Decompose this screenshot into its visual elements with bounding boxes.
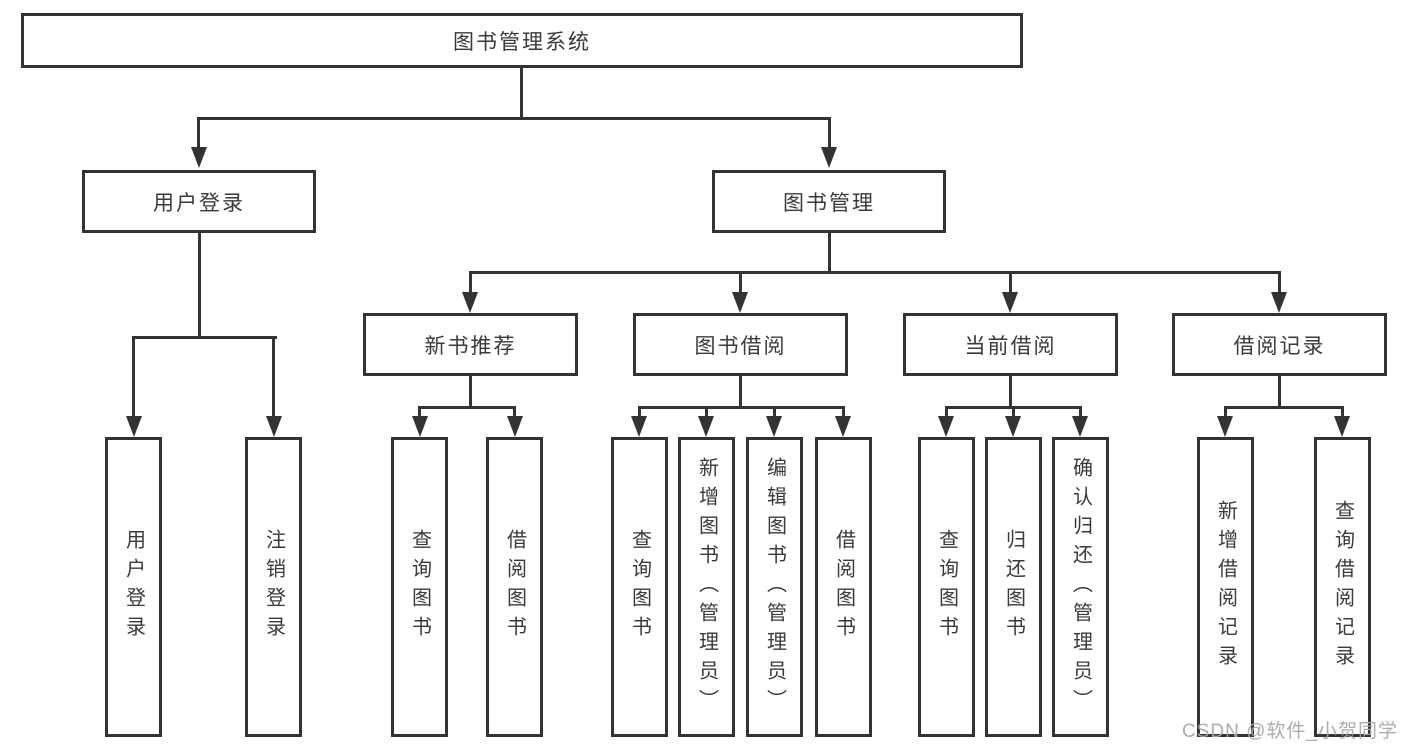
leaf-query-borrow-record-label: 查询借阅记录 <box>1331 500 1354 674</box>
node-book-borrowing: 图书借阅 <box>633 313 848 376</box>
leaf-return-books: 归还图书 <box>985 437 1042 737</box>
arrow-down-icon <box>412 416 428 437</box>
arrow-down-icon <box>126 416 142 437</box>
leaf-add-borrow-record: 新增借阅记录 <box>1197 437 1254 737</box>
arrow-down-icon <box>1002 292 1018 313</box>
leaf-borrow-books-recommend: 借阅图书 <box>486 437 543 737</box>
leaf-query-books-current: 查询图书 <box>918 437 975 737</box>
leaf-add-books-admin: 新增图书（管理员） <box>678 437 735 737</box>
arrow-down-icon <box>266 416 282 437</box>
connector-line <box>1224 406 1344 409</box>
leaf-edit-books-admin-label: 编辑图书（管理员） <box>763 456 786 718</box>
connector-line <box>132 336 277 339</box>
connector-line <box>1009 271 1012 294</box>
connector-line <box>513 406 516 418</box>
leaf-query-borrow-record: 查询借阅记录 <box>1314 437 1371 737</box>
connector-line <box>520 68 523 120</box>
connector-line <box>842 406 845 418</box>
connector-line <box>638 406 641 418</box>
node-book-borrowing-label: 图书借阅 <box>694 334 787 358</box>
connector-line <box>469 271 472 294</box>
connector-line <box>272 336 275 418</box>
arrow-down-icon <box>507 416 523 437</box>
arrow-down-icon <box>1217 416 1233 437</box>
connector-line <box>469 271 1281 274</box>
node-user-login: 用户登录 <box>82 170 316 233</box>
leaf-user-login-label: 用户登录 <box>122 529 145 645</box>
node-user-login-label: 用户登录 <box>153 191 245 215</box>
node-book-management-label: 图书管理 <box>783 191 875 215</box>
arrow-down-icon <box>1072 416 1088 437</box>
leaf-add-books-admin-label: 新增图书（管理员） <box>695 456 718 718</box>
arrow-down-icon <box>631 416 647 437</box>
leaf-borrow-books-recommend-label: 借阅图书 <box>503 529 526 645</box>
leaf-query-books-borrowing-label: 查询图书 <box>628 529 651 645</box>
arrow-down-icon <box>835 416 851 437</box>
connector-line <box>469 376 472 408</box>
connector-line <box>1278 271 1281 294</box>
arrow-down-icon <box>1005 416 1021 437</box>
connector-line <box>197 117 831 120</box>
connector-line <box>773 406 776 418</box>
leaf-query-books-borrowing: 查询图书 <box>611 437 668 737</box>
leaf-add-borrow-record-label: 新增借阅记录 <box>1214 500 1237 674</box>
arrow-down-icon <box>1271 292 1287 313</box>
node-current-borrowing-label: 当前借阅 <box>964 334 1057 358</box>
leaf-query-books-recommend: 查询图书 <box>391 437 448 737</box>
connector-line <box>418 406 421 418</box>
arrow-down-icon <box>462 292 478 313</box>
node-new-book-recommend-label: 新书推荐 <box>424 334 517 358</box>
connector-line <box>198 233 201 338</box>
arrow-down-icon <box>766 416 782 437</box>
leaf-user-login: 用户登录 <box>105 437 162 737</box>
node-book-management: 图书管理 <box>712 170 946 233</box>
arrow-down-icon <box>1334 416 1350 437</box>
connector-line <box>945 406 948 418</box>
arrow-down-icon <box>938 416 954 437</box>
arrow-down-icon <box>821 147 837 168</box>
connector-line <box>132 336 135 418</box>
connector-line <box>418 406 516 409</box>
connector-line <box>1009 376 1012 408</box>
leaf-logout-label: 注销登录 <box>262 529 285 645</box>
connector-line <box>1079 406 1082 418</box>
connector-line <box>1012 406 1015 418</box>
connector-line <box>739 376 742 408</box>
leaf-confirm-return-admin-label: 确认归还（管理员） <box>1069 456 1092 718</box>
arrow-down-icon <box>732 292 748 313</box>
node-borrowing-records: 借阅记录 <box>1172 313 1387 376</box>
node-new-book-recommend: 新书推荐 <box>363 313 578 376</box>
leaf-query-books-current-label: 查询图书 <box>935 529 958 645</box>
connector-line <box>197 117 200 150</box>
connector-line <box>828 117 831 150</box>
connector-line <box>739 271 742 294</box>
connector-line <box>705 406 708 418</box>
node-root: 图书管理系统 <box>21 13 1023 68</box>
leaf-edit-books-admin: 编辑图书（管理员） <box>746 437 803 737</box>
node-root-label: 图书管理系统 <box>453 30 591 54</box>
leaf-return-books-label: 归还图书 <box>1002 529 1025 645</box>
node-current-borrowing: 当前借阅 <box>903 313 1118 376</box>
leaf-query-books-recommend-label: 查询图书 <box>408 529 431 645</box>
arrow-down-icon <box>191 147 207 168</box>
connector-line <box>1278 376 1281 408</box>
connector-line <box>638 406 845 409</box>
arrow-down-icon <box>698 416 714 437</box>
connector-line <box>828 232 831 273</box>
leaf-confirm-return-admin: 确认归还（管理员） <box>1052 437 1109 737</box>
watermark: CSDN @软件_小贺同学 <box>1182 721 1398 742</box>
connector-line <box>1341 406 1344 418</box>
leaf-logout: 注销登录 <box>245 437 302 737</box>
leaf-borrow-books-borrowing: 借阅图书 <box>815 437 872 737</box>
node-borrowing-records-label: 借阅记录 <box>1233 334 1326 358</box>
connector-line <box>1224 406 1227 418</box>
leaf-borrow-books-borrowing-label: 借阅图书 <box>832 529 855 645</box>
